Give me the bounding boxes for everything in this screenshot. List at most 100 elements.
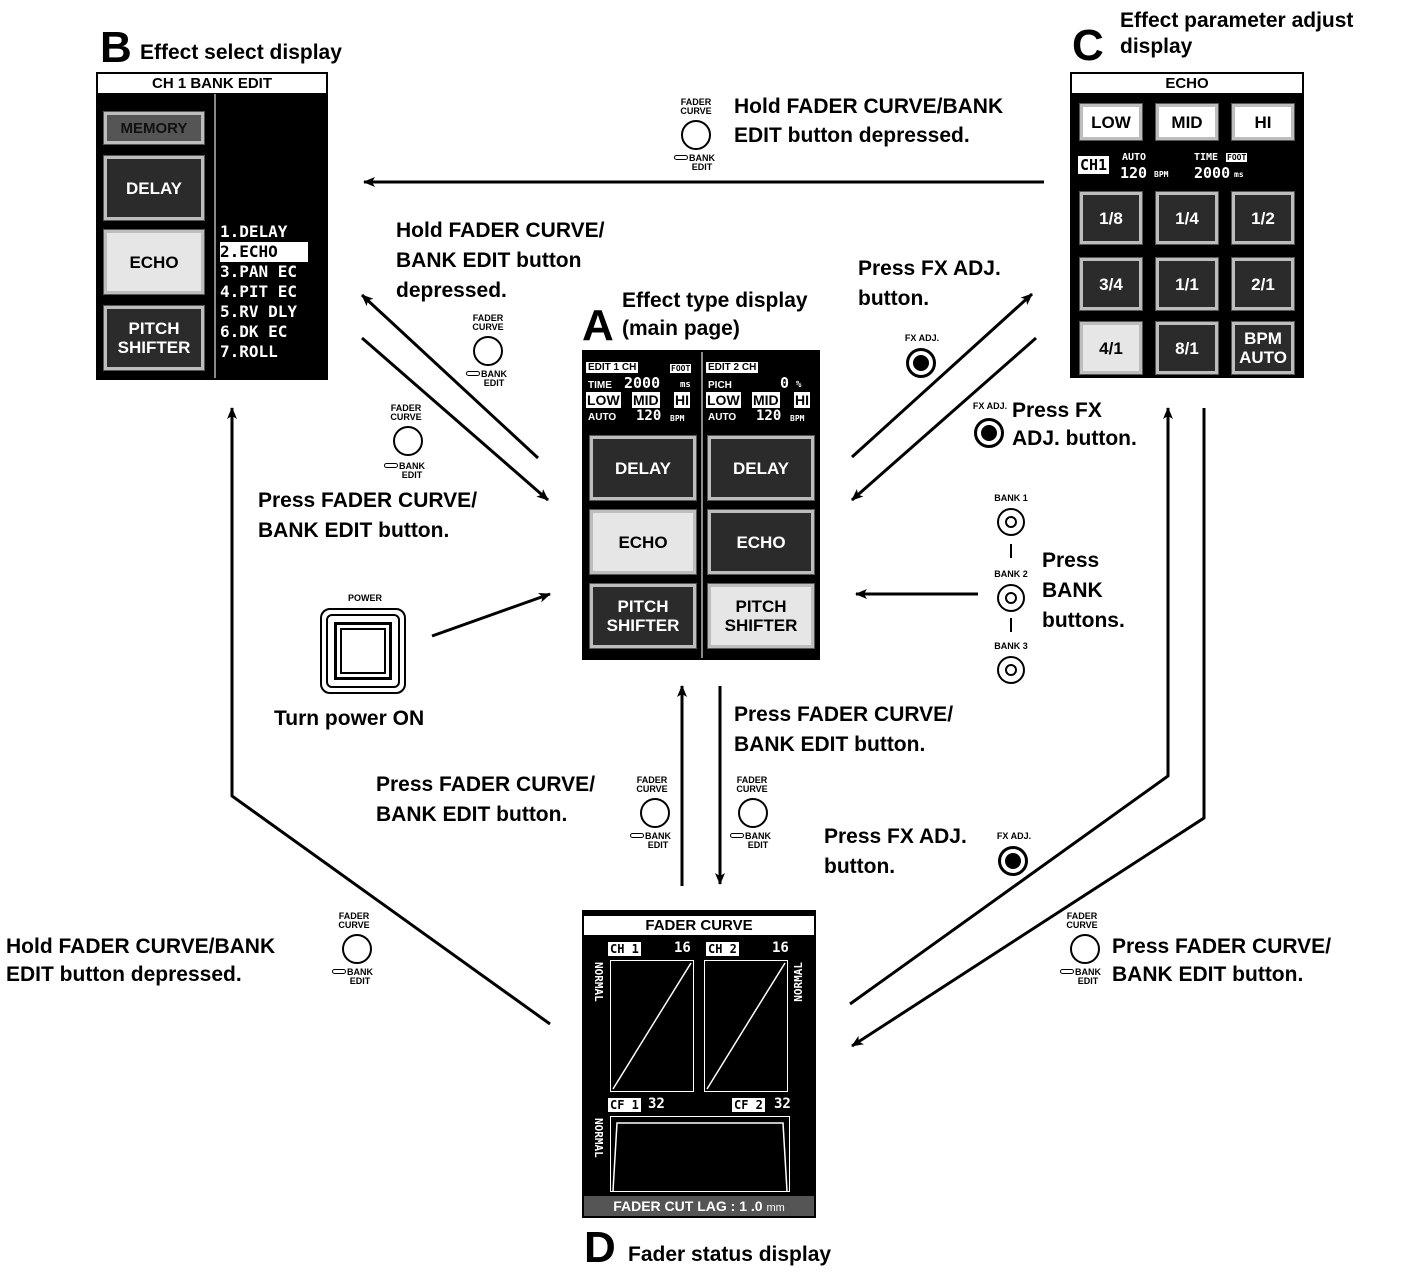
- beat-button[interactable]: 1/4: [1155, 191, 1219, 245]
- label-press-bank-3: buttons.: [1042, 609, 1125, 632]
- ch1-head: EDIT 1 CH: [586, 362, 639, 373]
- time-value: 2000: [1194, 164, 1231, 182]
- ch2-delay-button[interactable]: DELAY: [707, 435, 815, 501]
- fx-adj-button-icon[interactable]: FX ADJ.: [896, 334, 948, 382]
- arrow-c-to-a: [851, 336, 1037, 502]
- effect-list-item[interactable]: 4.PIT EC: [220, 282, 298, 301]
- echo-button[interactable]: ECHO: [103, 229, 205, 295]
- bank-buttons-group: BANK 1 BANK 2 BANK 3: [986, 494, 1036, 690]
- ch1-foot-badge: FOOT: [670, 364, 692, 373]
- bank3-label: BANK 3: [994, 641, 1028, 651]
- channel-badge: CH1: [1078, 156, 1110, 174]
- label-press-fx-upper-2: button.: [858, 287, 930, 310]
- crossfader-curve-graph: [610, 1116, 790, 1192]
- ch2-normal-label: NORMAL: [792, 962, 805, 1002]
- low-button[interactable]: LOW: [1079, 103, 1143, 141]
- bank2-label: BANK 2: [994, 569, 1028, 579]
- foot-badge: FOOT: [1226, 153, 1248, 162]
- ch2-mid: MID: [752, 392, 780, 408]
- ch2-hi: HI: [794, 392, 810, 408]
- panel-b-title: Effect select display: [140, 41, 342, 64]
- label-press-fader-down-1: Press FADER CURVE/: [734, 703, 954, 726]
- bank1-label: BANK 1: [994, 493, 1028, 503]
- memory-button[interactable]: MEMORY: [103, 111, 205, 145]
- label-press-fx-lower-1: Press FX ADJ.: [824, 825, 967, 848]
- ch2-auto: AUTO: [708, 412, 737, 423]
- ch1-auto: AUTO: [588, 412, 617, 423]
- ch1-bpm-unit: BPM: [670, 414, 685, 423]
- ch1-low: LOW: [586, 392, 621, 408]
- ch1-curve-graph: [610, 960, 694, 1092]
- label-press-fx-right-2: ADJ. button.: [1012, 427, 1137, 450]
- beat-button[interactable]: 3/4: [1079, 257, 1143, 311]
- fader-cut-lag-unit: mm: [766, 1202, 785, 1214]
- panel-a-title-line1: Effect type display: [622, 289, 808, 312]
- cf1-label: CF 1: [608, 1098, 641, 1112]
- beat-button[interactable]: 1/2: [1231, 191, 1295, 245]
- panel-c-title-line2: display: [1120, 35, 1193, 58]
- beat-button[interactable]: 1/8: [1079, 191, 1143, 245]
- ch1-hi: HI: [674, 392, 690, 408]
- ch2-label: CH 2: [706, 942, 739, 956]
- mid-button[interactable]: MID: [1155, 103, 1219, 141]
- arrow-d-to-b: [227, 407, 551, 1026]
- label-hold-fader-mid-2: BANK EDIT button: [396, 249, 582, 272]
- fx-adj-button-icon[interactable]: FX ADJ.: [968, 402, 1012, 450]
- panel-a-letter: A: [582, 301, 614, 350]
- fx-adj-button-icon[interactable]: FX ADJ.: [992, 832, 1036, 880]
- ch2-curve-value: 16: [772, 940, 789, 956]
- ch2-echo-button[interactable]: ECHO: [707, 509, 815, 575]
- power-button-icon[interactable]: POWER: [318, 594, 412, 700]
- ch1-echo-button[interactable]: ECHO: [589, 509, 697, 575]
- label-hold-fader-bottom-1: Hold FADER CURVE/BANK: [6, 935, 276, 958]
- effect-list-item[interactable]: 1.DELAY: [220, 222, 288, 241]
- ch2-curve-graph: [704, 960, 788, 1092]
- panel-c-header: ECHO: [1072, 74, 1302, 93]
- hi-button[interactable]: HI: [1231, 103, 1295, 141]
- panel-b-letter: B: [100, 23, 132, 72]
- panel-d-fader-status: FADER CURVE CH 1 16 NORMAL CH 2 16 NORMA…: [582, 910, 816, 1218]
- beat-button[interactable]: 2/1: [1231, 257, 1295, 311]
- effect-list-item[interactable]: 7.ROLL: [220, 342, 278, 361]
- label-hold-fader-mid-1: Hold FADER CURVE/: [396, 219, 605, 242]
- label-press-bank-2: BANK: [1042, 579, 1103, 602]
- beat-button[interactable]: 8/1: [1155, 321, 1219, 375]
- effect-list-item[interactable]: 5.RV DLY: [220, 302, 298, 321]
- effect-list-item[interactable]: 6.DK EC: [220, 322, 288, 341]
- label-press-fader-up-2: BANK EDIT button.: [376, 803, 568, 826]
- panel-c-title-line1: Effect parameter adjust: [1120, 9, 1354, 32]
- label-press-fader-left-2: BANK EDIT button.: [258, 519, 450, 542]
- ch2-low: LOW: [706, 392, 741, 408]
- time-label: TIME: [1194, 152, 1219, 163]
- bpm-value: 120: [1120, 164, 1148, 182]
- beat-button[interactable]: 1/1: [1155, 257, 1219, 311]
- effect-list-item[interactable]: 3.PAN EC: [220, 262, 298, 281]
- fader-cut-lag-text: FADER CUT LAG : 1 .0: [613, 1198, 763, 1214]
- label-press-fx-upper-1: Press FX ADJ.: [858, 257, 1001, 280]
- bank3-button-icon[interactable]: [997, 656, 1025, 684]
- ch2-bpm-unit: BPM: [790, 414, 805, 423]
- beat-button-selected[interactable]: 4/1: [1079, 321, 1143, 375]
- delay-button[interactable]: DELAY: [103, 155, 205, 221]
- ch1-mid: MID: [632, 392, 660, 408]
- panel-c-letter: C: [1072, 21, 1104, 70]
- arrow-a-to-b: [360, 293, 540, 460]
- label-press-bank-1: Press: [1042, 549, 1100, 572]
- arrow-c-to-d: [851, 408, 1206, 1048]
- cf2-label: CF 2: [732, 1098, 765, 1112]
- effect-list-item-selected[interactable]: 2.ECHO: [220, 242, 308, 262]
- ch1-delay-button[interactable]: DELAY: [589, 435, 697, 501]
